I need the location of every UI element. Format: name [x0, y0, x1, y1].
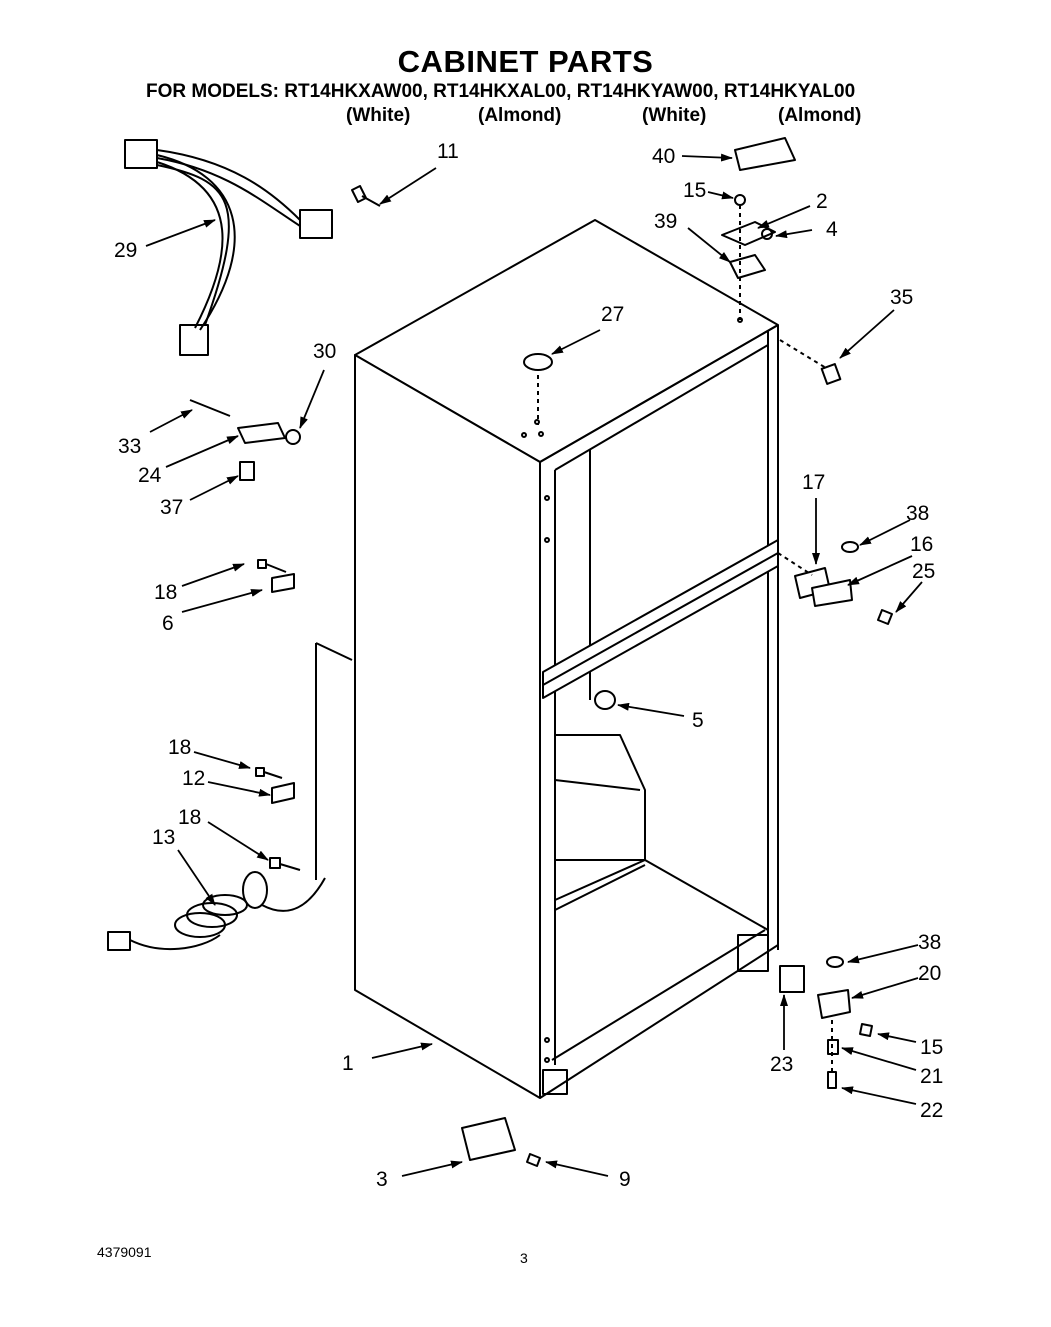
hinge-16 — [811, 579, 853, 607]
callout-18-c: 18 — [178, 806, 202, 829]
screw-33 — [189, 399, 231, 417]
page-number: 3 — [520, 1250, 528, 1266]
callout-6: 6 — [162, 612, 174, 635]
finish-label-1: (White) — [346, 105, 411, 126]
clip-6 — [271, 573, 295, 593]
callout-37: 37 — [160, 496, 184, 519]
callout-33: 33 — [118, 435, 142, 458]
part-35 — [820, 363, 842, 385]
finish-label-3: (White) — [642, 105, 707, 126]
screw-18-c — [269, 857, 301, 871]
callout-23: 23 — [770, 1053, 794, 1076]
callout-1: 1 — [342, 1052, 354, 1075]
power-cord-13 — [107, 871, 326, 951]
callout-16: 16 — [910, 533, 934, 556]
callout-24: 24 — [138, 464, 162, 487]
clip-12 — [271, 782, 295, 804]
callout-5: 5 — [692, 709, 704, 732]
callout-22: 22 — [920, 1099, 944, 1122]
screw-9 — [526, 1153, 541, 1167]
plug-27 — [523, 353, 553, 371]
callout-2: 2 — [816, 190, 828, 213]
hinge-cover-40 — [734, 137, 796, 171]
callout-15-bottom: 15 — [920, 1036, 944, 1059]
callout-30: 30 — [313, 340, 337, 363]
finish-label-4: (Almond) — [778, 105, 862, 126]
shim-23 — [779, 965, 805, 993]
callout-11: 11 — [437, 140, 459, 163]
callout-39: 39 — [654, 210, 678, 233]
callout-13: 13 — [152, 826, 176, 849]
spacer-37 — [239, 461, 255, 481]
callout-35: 35 — [890, 286, 914, 309]
screw-22 — [827, 1071, 837, 1089]
wire-harness-29 — [124, 139, 333, 356]
screw-15-bottom — [859, 1023, 873, 1037]
washer-38-a — [841, 541, 859, 553]
callout-38-mid: 38 — [906, 502, 930, 525]
plug-5 — [594, 690, 616, 710]
callout-20: 20 — [918, 962, 942, 985]
leg-bracket-3 — [461, 1117, 516, 1161]
callout-12: 12 — [182, 767, 206, 790]
hinge-20 — [817, 989, 851, 1019]
part-30 — [285, 429, 301, 445]
callout-29: 29 — [114, 239, 138, 262]
screw-25 — [877, 609, 893, 625]
callout-9: 9 — [619, 1168, 631, 1191]
leader-lines — [145, 153, 923, 1177]
callout-17: 17 — [802, 471, 826, 494]
models-line: FOR MODELS: RT14HKXAW00, RT14HKXAL00, RT… — [146, 81, 856, 102]
callout-38-bottom: 38 — [918, 931, 942, 954]
callout-18-b: 18 — [168, 736, 192, 759]
callout-15-top: 15 — [683, 179, 707, 202]
doc-number: 4379091 — [97, 1244, 152, 1260]
page-title: CABINET PARTS — [397, 44, 654, 79]
callout-25: 25 — [912, 560, 936, 583]
callout-3: 3 — [376, 1168, 388, 1191]
callout-18-a: 18 — [154, 581, 178, 604]
shim-39 — [729, 254, 766, 279]
callout-27: 27 — [601, 303, 625, 326]
finish-label-2: (Almond) — [478, 105, 562, 126]
screw-18-b — [255, 767, 283, 779]
part-24 — [237, 422, 286, 444]
screw-11 — [351, 185, 381, 207]
washer-38-b — [826, 956, 844, 968]
callout-4: 4 — [826, 218, 838, 241]
callout-40: 40 — [652, 145, 676, 168]
screw-15-top — [734, 194, 746, 206]
cabinet-shell — [315, 219, 779, 1099]
screw-18-a — [257, 559, 287, 573]
top-hinge-2 — [721, 221, 776, 246]
callout-21: 21 — [920, 1065, 944, 1088]
washer-4 — [761, 228, 773, 240]
